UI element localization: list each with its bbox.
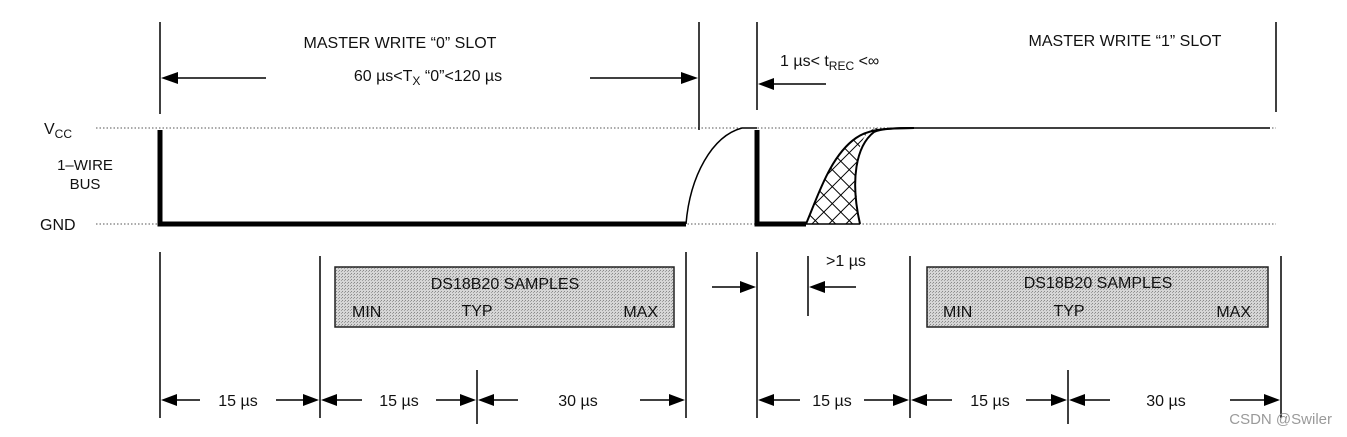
samples-typ-write1: TYP [1053, 303, 1084, 320]
duration-30us-a: 30 µs [558, 393, 597, 410]
samples-min-write1: MIN [943, 304, 972, 321]
duration-15us-c: 15 µs [812, 393, 851, 410]
write0-waveform [157, 130, 686, 227]
bus-label-line2: BUS [70, 176, 101, 193]
trec-timing-label: 1 µs< tREC <∞ [780, 53, 879, 73]
samples-typ-write0: TYP [461, 303, 492, 320]
bus-label-line1: 1–WIRE [57, 157, 113, 174]
write0-slot-title: MASTER WRITE “0” SLOT [304, 35, 497, 52]
duration-15us-d: 15 µs [970, 393, 1009, 410]
gt1us-arrow-head [809, 281, 825, 293]
samples-box-write1 [926, 266, 1269, 328]
samples-min-write0: MIN [352, 304, 381, 321]
csdn-watermark: CSDN @Swiler [1229, 411, 1332, 428]
tx0-arrow-left-head [161, 72, 178, 84]
duration-15us-b: 15 µs [379, 393, 418, 410]
vcc-label: VCC [44, 121, 72, 141]
samples-title-write0: DS18B20 SAMPLES [431, 276, 580, 293]
gnd-label: GND [40, 217, 76, 234]
duration-30us-b: 30 µs [1146, 393, 1185, 410]
samples-max-write0: MAX [623, 304, 658, 321]
tx0-timing-label: 60 µs<TX “0”<120 µs [354, 68, 502, 88]
rise-time-hatched-region [805, 127, 915, 225]
write1-waveform [754, 130, 806, 227]
duration-15us-a: 15 µs [218, 393, 257, 410]
gap-arrow-left-head [740, 281, 756, 293]
samples-max-write1: MAX [1216, 304, 1251, 321]
tx0-arrow-right-head [681, 72, 698, 84]
gt1us-label: >1 µs [826, 253, 866, 270]
samples-title-write1: DS18B20 SAMPLES [1024, 275, 1173, 292]
write0-release-curve [685, 127, 757, 225]
trec-arrow-head [758, 78, 774, 90]
write1-slot-title: MASTER WRITE “1” SLOT [1029, 33, 1222, 50]
duration-arrows [161, 394, 1280, 406]
samples-box-write0 [334, 266, 675, 328]
